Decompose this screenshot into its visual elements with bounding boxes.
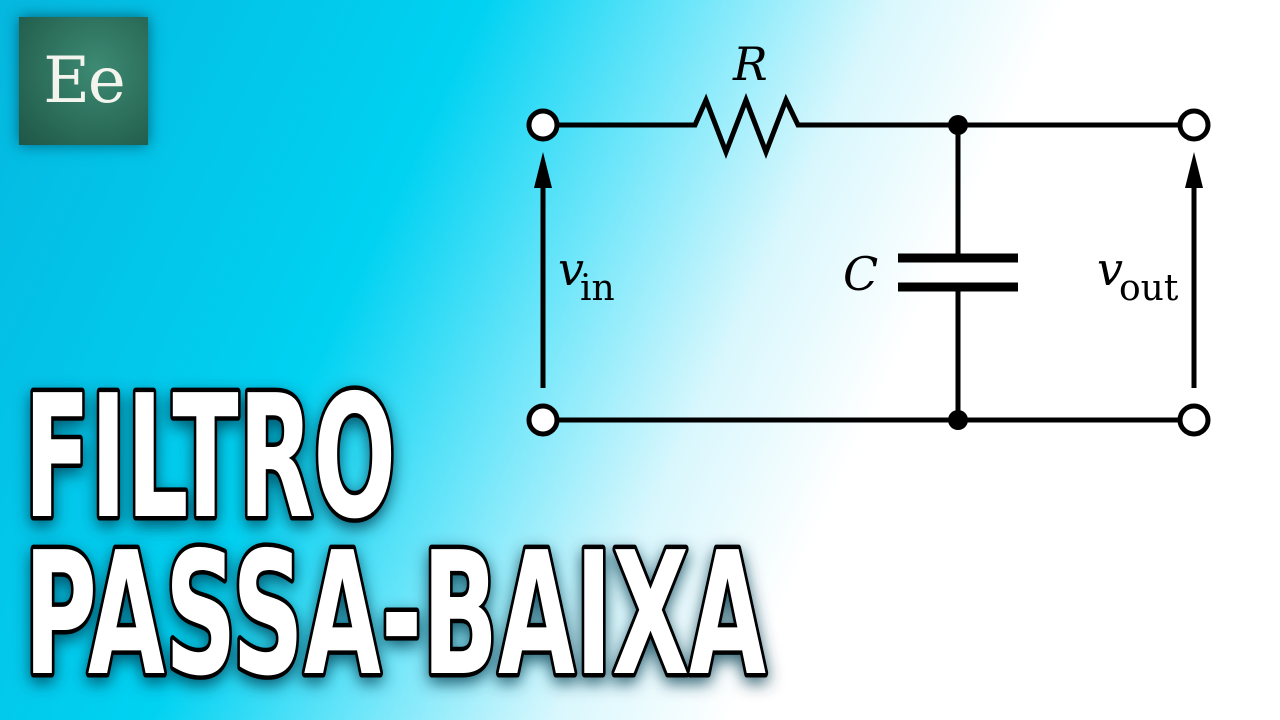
vin-arrowhead	[534, 152, 552, 188]
vin-subscript: in	[580, 268, 615, 309]
terminal-out-top	[1177, 108, 1211, 142]
resistor-label: R	[732, 37, 768, 91]
terminal-out-bottom	[1177, 403, 1211, 437]
terminal-in-top	[526, 108, 560, 142]
junction-top	[948, 115, 968, 135]
logo-text: Ee	[43, 44, 126, 118]
title-line-2: PASSA-BAIXA	[24, 516, 766, 714]
capacitor-label: C	[843, 247, 878, 301]
vout-subscript: out	[1119, 268, 1179, 309]
terminal-in-bottom	[526, 403, 560, 437]
vin-label: v	[558, 242, 584, 296]
vout-label: v	[1097, 242, 1123, 296]
resistor	[685, 93, 810, 159]
vout-arrowhead	[1185, 152, 1203, 188]
title-line-1: FILTRO	[24, 359, 396, 557]
channel-logo: Ee	[19, 17, 148, 145]
junction-bottom	[948, 410, 968, 430]
